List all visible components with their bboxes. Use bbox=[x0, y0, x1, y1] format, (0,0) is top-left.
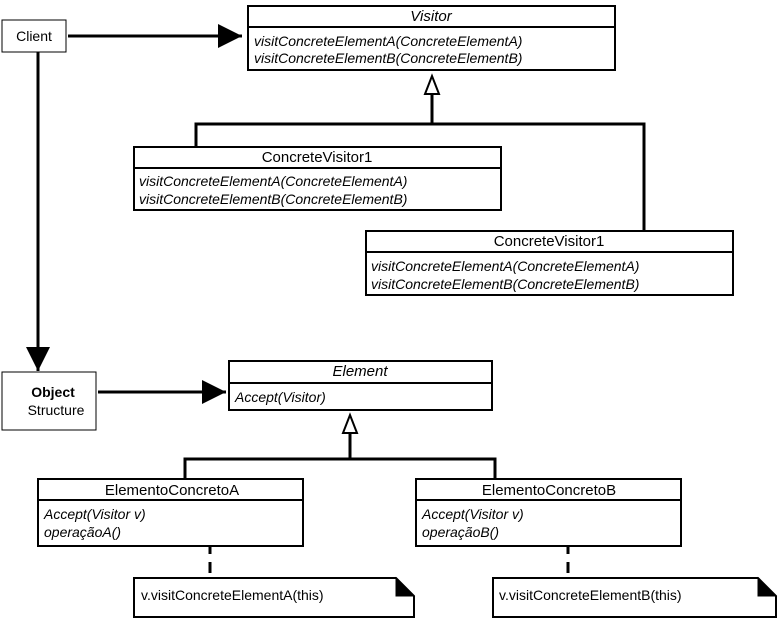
object-structure-box[interactable]: Object Structure bbox=[1, 371, 97, 431]
object-structure-line2: Structure bbox=[28, 402, 85, 418]
concrete-visitor-2-op-a: visitConcreteElementA(ConcreteElementA) bbox=[371, 258, 639, 274]
element-generalization-triangle bbox=[341, 412, 359, 434]
client-box[interactable]: Client bbox=[1, 19, 67, 53]
element-op-accept: Accept(Visitor) bbox=[234, 389, 326, 405]
element-inheritance-lines bbox=[183, 457, 497, 478]
note-a[interactable]: v.visitConcreteElementA(this) bbox=[133, 576, 416, 618]
elemento-concreto-a-op-accept: Accept(Visitor v) bbox=[43, 506, 146, 522]
concrete-visitor-2-title: ConcreteVisitor1 bbox=[494, 233, 605, 250]
elemento-concreto-a-op-operacao: operaçãoA() bbox=[44, 524, 121, 540]
concrete-visitor-2-op-b: visitConcreteElementB(ConcreteElementB) bbox=[371, 276, 639, 292]
element-title: Element bbox=[332, 363, 388, 380]
visitor-op-a: visitConcreteElementA(ConcreteElementA) bbox=[254, 33, 522, 49]
client-label: Client bbox=[16, 28, 52, 44]
note-a-text: v.visitConcreteElementA(this) bbox=[141, 587, 324, 603]
elemento-concreto-a-title: ElementoConcretoA bbox=[105, 482, 239, 499]
note-b-text: v.visitConcreteElementB(this) bbox=[499, 587, 682, 603]
elemento-concreto-a-class[interactable]: ElementoConcretoA Accept(Visitor v) oper… bbox=[37, 478, 304, 547]
element-class[interactable]: Element Accept(Visitor) bbox=[228, 360, 493, 411]
visitor-inheritance-lines bbox=[194, 122, 646, 231]
visitor-generalization-triangle bbox=[423, 73, 441, 95]
concrete-visitor-1-op-a: visitConcreteElementA(ConcreteElementA) bbox=[139, 173, 407, 189]
visitor-op-b: visitConcreteElementB(ConcreteElementB) bbox=[254, 50, 522, 66]
connectors bbox=[25, 24, 646, 578]
concrete-visitor-1-class[interactable]: ConcreteVisitor1 visitConcreteElementA(C… bbox=[133, 146, 502, 211]
note-b[interactable]: v.visitConcreteElementB(this) bbox=[492, 576, 778, 618]
visitor-class[interactable]: Visitor visitConcreteElementA(ConcreteEl… bbox=[247, 5, 616, 71]
concrete-visitor-2-class[interactable]: ConcreteVisitor1 visitConcreteElementA(C… bbox=[365, 230, 734, 296]
elemento-concreto-b-class[interactable]: ElementoConcretoB Accept(Visitor v) oper… bbox=[415, 478, 682, 547]
elemento-concreto-b-op-accept: Accept(Visitor v) bbox=[421, 506, 524, 522]
elemento-concreto-b-title: ElementoConcretoB bbox=[482, 482, 616, 499]
elemento-concreto-b-op-operacao: operaçãoB() bbox=[422, 524, 499, 540]
concrete-visitor-1-op-b: visitConcreteElementB(ConcreteElementB) bbox=[139, 191, 407, 207]
object-structure-line1: Object bbox=[31, 384, 75, 400]
visitor-title: Visitor bbox=[410, 8, 452, 25]
concrete-visitor-1-title: ConcreteVisitor1 bbox=[262, 149, 373, 166]
